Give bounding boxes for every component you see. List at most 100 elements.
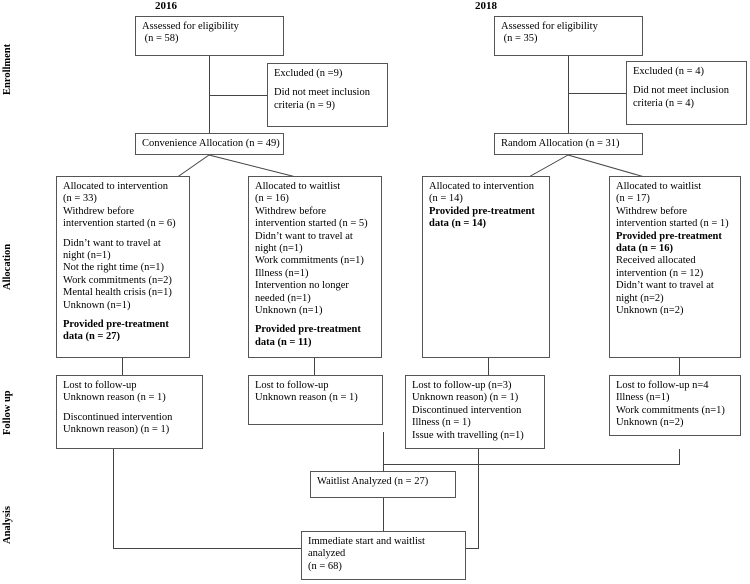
box-line: Unknown (n=2) xyxy=(616,417,684,429)
box-line: (n = 17) xyxy=(616,193,650,205)
waitlist-analyzed-box: Waitlist Analyzed (n = 27) xyxy=(310,471,456,498)
box-line: intervention (n = 12) xyxy=(616,267,704,279)
box-line: Assessed for eligibility xyxy=(142,21,239,32)
box-line: (n = 33) xyxy=(63,193,97,205)
box-line: Convenience Allocation (n = 49) xyxy=(142,138,280,149)
box-line: Assessed for eligibility xyxy=(501,21,598,32)
allocated-to-intervention-2016-box: Allocated to intervention(n = 33)Withdre… xyxy=(56,176,190,358)
box-line: (n = 68) xyxy=(308,560,342,572)
box-line: Allocated to waitlist xyxy=(255,181,341,192)
box-line: Lost to follow-up xyxy=(63,380,137,391)
stage-label-allocation: Allocation xyxy=(2,243,13,291)
box-line: night (n=1) xyxy=(63,250,111,262)
connector-waitlist2018-down xyxy=(679,449,680,464)
connector-waitlist-to-followup-2018 xyxy=(679,357,680,375)
box-line: Unknown reason (n = 1) xyxy=(63,392,166,404)
connector-waitlist2016-down xyxy=(383,432,384,471)
stage-label-enrollment: Enrollment xyxy=(2,43,13,95)
connector-interv2016-down xyxy=(113,449,114,548)
box-line-spacer xyxy=(63,405,196,412)
box-line: night (n=1) xyxy=(255,243,303,255)
box-line: Intervention no longer xyxy=(255,280,349,292)
box-line: Unknown reason) (n = 1) xyxy=(63,424,170,436)
box-line: Received allocated xyxy=(616,255,696,267)
box-line: intervention started (n = 1) xyxy=(616,218,729,230)
connector-interv-to-followup-2016 xyxy=(122,357,123,375)
box-line: Work commitments (n=1) xyxy=(255,255,364,267)
box-line: Waitlist Analyzed (n = 27) xyxy=(317,476,429,487)
box-line: night (n=2) xyxy=(616,292,664,304)
box-line: data (n = 27) xyxy=(63,331,121,343)
convenience-allocation-2016-box: Convenience Allocation (n = 49) xyxy=(135,133,284,155)
box-line: criteria (n = 9) xyxy=(274,99,336,111)
box-line: Lost to follow-up (n=3) xyxy=(412,380,512,391)
box-line: data (n = 11) xyxy=(255,336,312,348)
box-line: Illness (n=1) xyxy=(616,392,670,404)
stage-label-followup: Follow up xyxy=(2,390,13,436)
box-line: Allocated to waitlist xyxy=(616,181,702,192)
assessed-for-eligibility-2018-box: Assessed for eligibility (n = 35) xyxy=(494,16,643,56)
box-line-spacer xyxy=(255,317,375,324)
box-line: Unknown (n=1) xyxy=(63,299,131,311)
box-line: (n = 35) xyxy=(501,33,538,45)
box-line: Did not meet inclusion xyxy=(633,85,729,97)
box-line: Didn’t want to travel at xyxy=(255,230,353,242)
box-line: Unknown reason) (n = 1) xyxy=(412,392,519,404)
box-line: Lost to follow-up xyxy=(255,380,329,391)
box-line: Withdrew before xyxy=(255,205,327,217)
box-line: Unknown (n=2) xyxy=(616,305,684,317)
box-line: Allocated to intervention xyxy=(429,181,534,192)
box-line: Immediate start and waitlist xyxy=(308,536,425,547)
box-line: Allocated to intervention xyxy=(63,181,168,192)
box-line: (n = 16) xyxy=(255,193,289,205)
year-title-2018: 2018 xyxy=(475,0,497,12)
box-line: data (n = 14) xyxy=(429,218,487,230)
connector-assessed-to-excluded-2016 xyxy=(209,95,267,96)
box-line: Didn’t want to travel at xyxy=(616,280,714,292)
box-line: Provided pre-treatment xyxy=(255,324,361,336)
box-line: Discontinued intervention xyxy=(412,404,522,416)
box-line: Illness (n = 1) xyxy=(412,417,471,429)
allocated-to-waitlist-2018-box: Allocated to waitlist(n = 17)Withdrew be… xyxy=(609,176,741,358)
box-line: (n = 14) xyxy=(429,193,463,205)
box-line-spacer xyxy=(63,231,183,238)
box-line: Provided pre-treatment xyxy=(429,205,535,217)
box-line: Illness (n=1) xyxy=(255,267,309,279)
box-line-spacer xyxy=(274,80,381,87)
box-line: Mental health crisis (n=1) xyxy=(63,287,172,299)
allocated-to-intervention-2018-box: Allocated to intervention(n = 14)Provide… xyxy=(422,176,550,358)
box-line: Withdrew before xyxy=(63,205,135,217)
connector-waitlist-analyzed-to-final xyxy=(383,498,384,532)
box-line: Excluded (n = 4) xyxy=(633,66,704,77)
box-line: Provided pre-treatment xyxy=(63,319,169,331)
connector-analysis-bus xyxy=(383,464,680,465)
box-line: Unknown (n=1) xyxy=(255,305,323,317)
connector-assessed-to-allocation-2018 xyxy=(568,55,569,135)
random-allocation-2018-box: Random Allocation (n = 31) xyxy=(494,133,643,155)
box-line: Issue with travelling (n=1) xyxy=(412,429,524,441)
year-title-2016: 2016 xyxy=(155,0,177,12)
assessed-for-eligibility-2016-box: Assessed for eligibility (n = 58) xyxy=(135,16,284,56)
box-line: Provided pre-treatment xyxy=(616,230,722,242)
box-line: intervention started (n = 6) xyxy=(63,218,176,230)
box-line: intervention started (n = 5) xyxy=(255,218,368,230)
box-line-spacer xyxy=(633,78,740,85)
box-line: Not the right time (n=1) xyxy=(63,262,164,274)
box-line: Withdrew before xyxy=(616,205,688,217)
connector-interv2016-to-final xyxy=(113,548,301,549)
box-line: Excluded (n =9) xyxy=(274,68,343,79)
box-line: (n = 58) xyxy=(142,33,179,45)
box-line: criteria (n = 4) xyxy=(633,97,695,109)
connector-interv2018-down xyxy=(478,449,479,548)
box-line: Did not meet inclusion xyxy=(274,87,370,99)
allocated-to-waitlist-2016-box: Allocated to waitlist(n = 16)Withdrew be… xyxy=(248,176,382,358)
connector-interv-to-followup-2018 xyxy=(488,357,489,375)
box-line: Unknown reason (n = 1) xyxy=(255,392,358,404)
box-line: Didn’t want to travel at xyxy=(63,237,161,249)
